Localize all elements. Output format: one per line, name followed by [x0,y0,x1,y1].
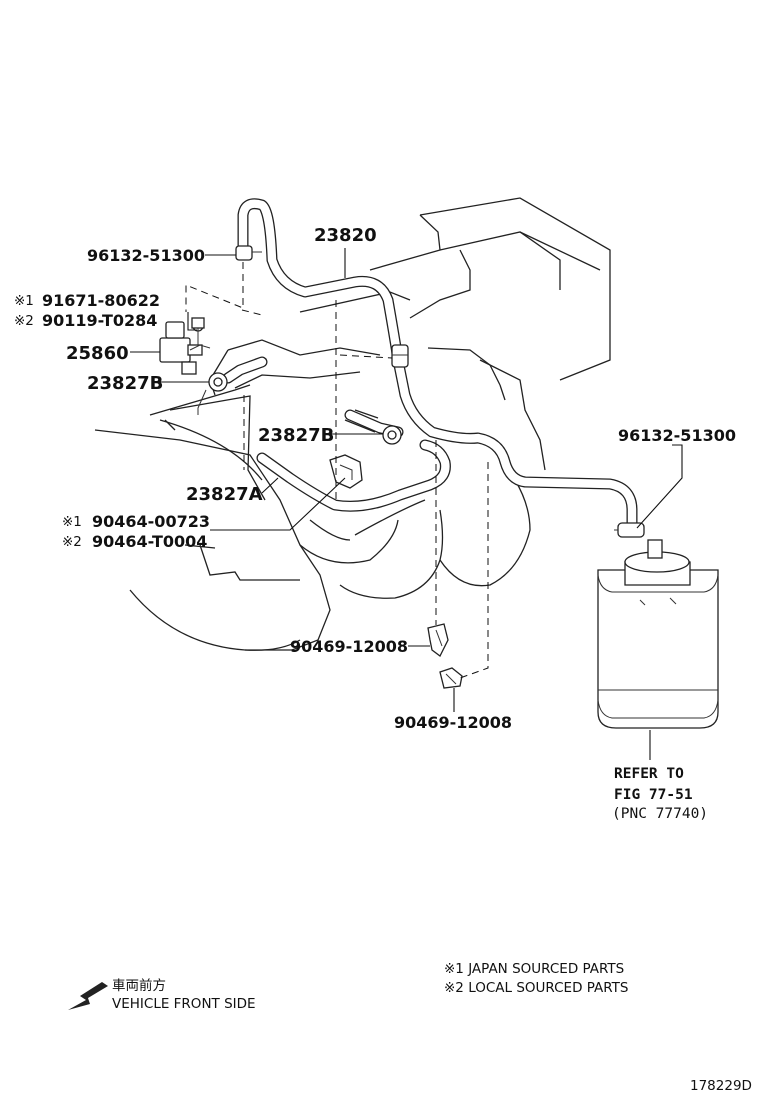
hose-23827a [256,439,451,512]
vehicle-front-direction: 車両前方 VEHICLE FRONT SIDE [68,977,256,1012]
clip-90469-b [439,667,463,689]
direction-label-en: VEHICLE FRONT SIDE [112,996,256,1012]
label-23827B-lower[interactable]: 23827B [258,425,334,446]
refer-line-2[interactable]: FIG 77-51 [614,787,693,803]
label-23827B-upper[interactable]: 23827B [87,373,163,394]
label-90119-T0284[interactable]: 90119-T0284 [42,311,157,330]
label-90469-12008-b[interactable]: 90469-12008 [394,713,512,732]
refer-line-3: (PNC 77740) [612,806,708,822]
label-96132-51300-upper[interactable]: 96132-51300 [87,246,205,265]
leader-lines [130,248,683,760]
charcoal-canister [597,539,719,729]
part-labels: 96132-51300 23820 ※1 91671-80622 ※2 9011… [14,225,736,822]
label-90469-12008-a[interactable]: 90469-12008 [290,637,408,656]
marker-local: ※2 [14,313,34,329]
clamp-23827b-upper [197,372,228,415]
marker-japan-2: ※1 [62,514,82,530]
label-90464-00723[interactable]: 90464-00723 [92,512,210,531]
clip-90464 [329,454,363,489]
label-96132-51300-lower[interactable]: 96132-51300 [618,426,736,445]
figure-id: 178229D [690,1078,752,1094]
hose-23827b-upper [222,356,268,384]
legend: ※1 JAPAN SOURCED PARTS ※2 LOCAL SOURCED … [444,961,629,996]
refer-line-1[interactable]: REFER TO [614,766,684,782]
legend-local-sourced: ※2 LOCAL SOURCED PARTS [444,980,629,996]
hose-23820 [237,198,638,531]
clamp-96132-lower [614,522,645,538]
label-23827A[interactable]: 23827A [186,484,263,505]
dashed-reference-lines [185,262,489,679]
direction-label-jp: 車両前方 [112,977,166,994]
vsv-25860 [159,320,211,375]
bolt-91671 [191,317,205,342]
clamp-23827b-lower [382,425,402,445]
label-90464-T0004[interactable]: 90464-T0004 [92,532,207,551]
clip-90469-a [427,623,449,657]
clamp-96132-upper [235,245,262,261]
engine-outline [94,197,611,651]
arrow-down-left-icon [68,982,108,1010]
connector-upper [391,344,409,368]
legend-japan-sourced: ※1 JAPAN SOURCED PARTS [444,961,624,977]
marker-japan: ※1 [14,293,34,309]
marker-local-2: ※2 [62,534,82,550]
label-91671-80622[interactable]: 91671-80622 [42,291,160,310]
label-25860[interactable]: 25860 [66,343,129,364]
label-23820[interactable]: 23820 [314,225,377,246]
